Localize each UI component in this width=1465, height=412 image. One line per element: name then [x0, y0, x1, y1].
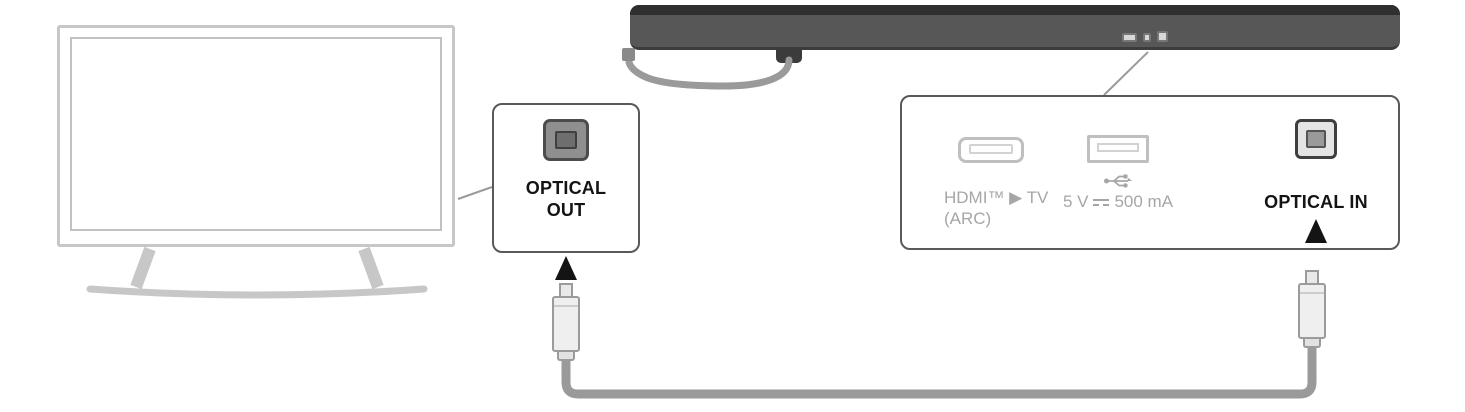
usb-rating-current: 500 mA — [1114, 192, 1174, 211]
soundbar-underside-port-icon — [1122, 33, 1137, 42]
tv — [57, 25, 455, 247]
plug-tip — [559, 283, 573, 296]
hdmi-port-icon — [958, 137, 1024, 163]
soundbar-ports-panel: HDMI™ ▶ TV (ARC) 5 V 500 mA — [900, 95, 1400, 250]
soundbar-underside-port-icon — [1143, 33, 1151, 42]
plug-taper — [557, 352, 575, 361]
soundbar-underside-port-icon — [1157, 31, 1168, 42]
optical-out-label-line2: OUT — [546, 200, 586, 220]
up-arrow-right-icon — [1305, 219, 1327, 243]
optical-in-port-group: OPTICAL IN — [1254, 119, 1378, 243]
dc-symbol-icon — [1093, 199, 1110, 207]
hdmi-label: HDMI™ ▶ TV (ARC) — [944, 187, 1074, 229]
plug-tip — [1305, 270, 1319, 283]
usb-rating-label: 5 V 500 mA — [1058, 191, 1178, 212]
optical-out-label: OPTICAL OUT — [526, 177, 606, 221]
optical-cable-plug-left — [552, 283, 580, 361]
optical-out-label-line1: OPTICAL — [525, 178, 607, 198]
hdmi-label-line2: (ARC) — [944, 209, 992, 228]
optical-in-port-inner — [1306, 130, 1326, 148]
tv-stand-base — [86, 285, 428, 299]
usb-port-inner — [1097, 143, 1139, 152]
usb-port-icon — [1087, 135, 1149, 163]
tv-screen — [70, 37, 442, 231]
plug-taper — [1303, 339, 1321, 348]
usb-symbol-icon — [1104, 174, 1132, 188]
plug-body — [1298, 283, 1326, 339]
hdmi-port-group: HDMI™ ▶ TV (ARC) — [944, 137, 1074, 229]
optical-out-port-inner — [555, 131, 577, 149]
power-cable-plug-icon — [622, 48, 635, 61]
tv-stand-leg-right — [358, 246, 384, 290]
plug-band — [1300, 292, 1324, 294]
plug-body — [552, 296, 580, 352]
up-arrow-left-icon — [555, 256, 577, 280]
tv-callout-line — [457, 186, 493, 200]
optical-cable-plug-right — [1298, 270, 1326, 348]
optical-cable — [561, 346, 1317, 399]
usb-port-group: 5 V 500 mA — [1058, 135, 1178, 212]
hdmi-port-inner — [969, 144, 1013, 154]
hdmi-label-line1: HDMI™ ▶ TV — [944, 188, 1049, 207]
soundbar-foot — [776, 49, 802, 63]
optical-in-port-icon — [1295, 119, 1337, 159]
optical-out-port-icon — [543, 119, 589, 161]
power-cable — [625, 56, 793, 90]
optical-out-callout: OPTICAL OUT — [492, 103, 640, 253]
tv-stand-leg-left — [130, 246, 156, 290]
usb-rating-voltage: 5 V — [1062, 192, 1089, 211]
soundbar — [630, 5, 1400, 50]
optical-in-label: OPTICAL IN — [1264, 192, 1368, 212]
plug-band — [554, 305, 578, 307]
soundbar-callout-line — [1103, 51, 1149, 96]
